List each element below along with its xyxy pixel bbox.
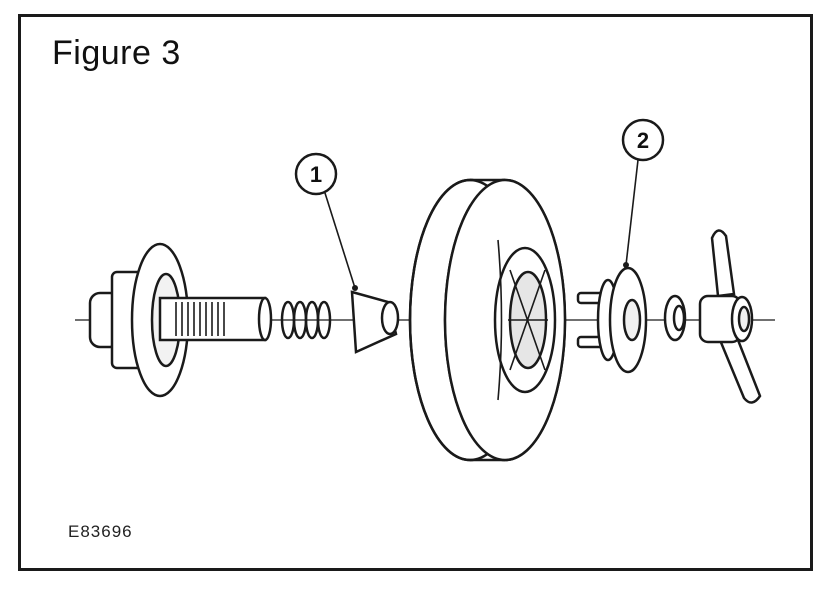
wing-nut: [698, 229, 762, 404]
shaft-assembly: [88, 242, 273, 398]
figure-title: Figure 3: [52, 34, 181, 72]
callout-1-label: 1: [310, 162, 322, 187]
centering-cone: [350, 290, 400, 354]
spacer-ring: [663, 294, 687, 342]
spring: [280, 300, 332, 340]
adaptor-plate: [576, 266, 648, 374]
wheel-tyre: [408, 178, 567, 462]
reference-code: E83696: [68, 522, 133, 541]
callout-1: 1: [294, 152, 358, 291]
callout-2-label: 2: [637, 128, 649, 153]
callout-2: 2: [621, 118, 665, 268]
